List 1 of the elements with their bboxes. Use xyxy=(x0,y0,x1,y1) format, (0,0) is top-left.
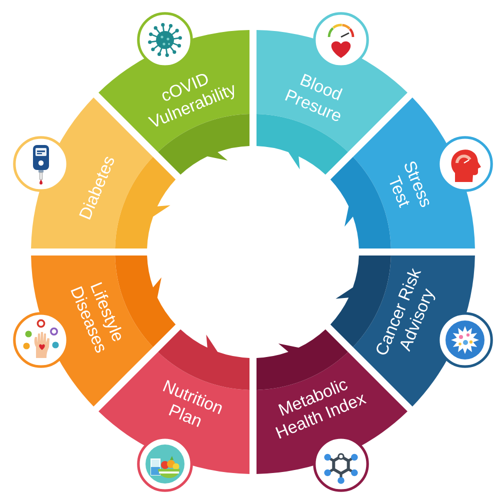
segment-label: Stress Test xyxy=(384,156,437,212)
